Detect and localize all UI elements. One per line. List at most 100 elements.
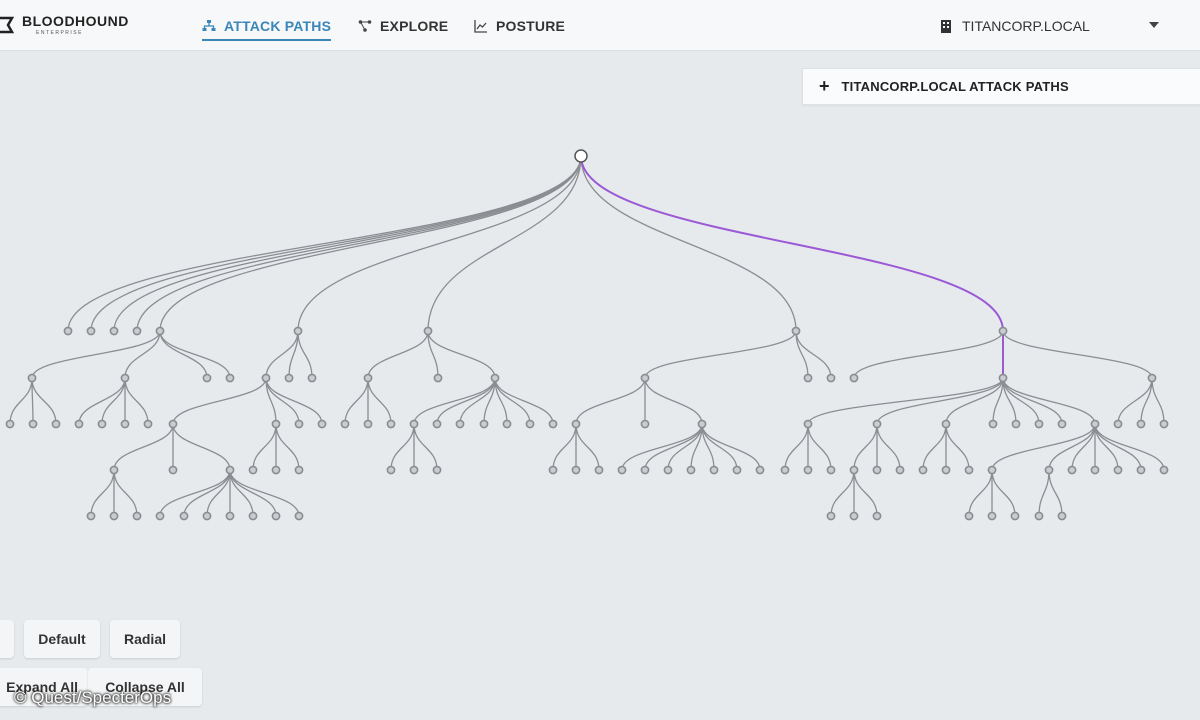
graph-node[interactable]	[86, 511, 96, 521]
attack-paths-panel-header[interactable]: + TITANCORP.LOCAL ATTACK PATHS	[802, 68, 1200, 105]
graph-node[interactable]	[964, 511, 974, 521]
graph-node[interactable]	[86, 326, 96, 336]
graph-node[interactable]	[168, 465, 178, 475]
graph-node[interactable]	[5, 419, 15, 429]
graph-node[interactable]	[732, 465, 742, 475]
graph-node[interactable]	[791, 326, 801, 336]
graph-node[interactable]	[490, 373, 500, 383]
graph-node[interactable]	[998, 326, 1008, 336]
graph-node[interactable]	[248, 511, 258, 521]
graph-node[interactable]	[225, 465, 235, 475]
graph-node[interactable]	[640, 373, 650, 383]
graph-node[interactable]	[1034, 511, 1044, 521]
graph-node[interactable]	[755, 465, 765, 475]
graph-node[interactable]	[261, 373, 271, 383]
graph-node[interactable]	[998, 373, 1008, 383]
graph-node[interactable]	[155, 511, 165, 521]
graph-node[interactable]	[502, 419, 512, 429]
graph-node[interactable]	[109, 465, 119, 475]
attack-path-tree-graph[interactable]	[0, 50, 1200, 610]
graph-node[interactable]	[803, 373, 813, 383]
graph-node[interactable]	[895, 465, 905, 475]
graph-node[interactable]	[803, 419, 813, 429]
graph-node[interactable]	[987, 511, 997, 521]
graph-node[interactable]	[271, 465, 281, 475]
graph-node[interactable]	[617, 465, 627, 475]
graph-node[interactable]	[386, 465, 396, 475]
graph-node[interactable]	[271, 511, 281, 521]
graph-node[interactable]	[294, 419, 304, 429]
graph-node[interactable]	[409, 465, 419, 475]
graph-node[interactable]	[109, 511, 119, 521]
graph-node[interactable]	[849, 373, 859, 383]
graph-node[interactable]	[987, 465, 997, 475]
graph-node[interactable]	[872, 511, 882, 521]
graph-node[interactable]	[423, 326, 433, 336]
graph-node[interactable]	[294, 465, 304, 475]
graph-node[interactable]	[686, 465, 696, 475]
nav-explore[interactable]: EXPLORE	[358, 14, 448, 38]
graph-node[interactable]	[432, 465, 442, 475]
graph-node[interactable]	[132, 511, 142, 521]
graph-node[interactable]	[109, 326, 119, 336]
graph-node[interactable]	[293, 326, 303, 336]
graph-node[interactable]	[248, 465, 258, 475]
collapse-all-button[interactable]: Collapse All	[88, 668, 202, 706]
graph-node[interactable]	[803, 465, 813, 475]
graph-node[interactable]	[571, 419, 581, 429]
layout-button-partial[interactable]	[0, 620, 14, 658]
graph-node[interactable]	[697, 419, 707, 429]
graph-node[interactable]	[964, 465, 974, 475]
graph-node[interactable]	[28, 419, 38, 429]
graph-node[interactable]	[27, 373, 37, 383]
graph-node[interactable]	[284, 373, 294, 383]
nav-attack-paths[interactable]: ATTACK PATHS	[202, 14, 332, 41]
graph-node[interactable]	[1011, 419, 1021, 429]
root-domain-node[interactable]	[574, 149, 588, 163]
graph-node[interactable]	[594, 465, 604, 475]
graph-node[interactable]	[941, 465, 951, 475]
graph-node[interactable]	[168, 419, 178, 429]
graph-node[interactable]	[1159, 465, 1169, 475]
graph-node[interactable]	[849, 465, 859, 475]
graph-node[interactable]	[433, 373, 443, 383]
graph-node[interactable]	[1159, 419, 1169, 429]
radial-layout-button[interactable]: Radial	[110, 620, 180, 658]
graph-node[interactable]	[143, 419, 153, 429]
graph-node[interactable]	[363, 419, 373, 429]
graph-node[interactable]	[548, 419, 558, 429]
graph-node[interactable]	[271, 419, 281, 429]
graph-node[interactable]	[155, 326, 165, 336]
graph-node[interactable]	[74, 419, 84, 429]
graph-node[interactable]	[1090, 465, 1100, 475]
graph-node[interactable]	[548, 465, 558, 475]
graph-node[interactable]	[97, 419, 107, 429]
graph-node[interactable]	[120, 373, 130, 383]
graph-node[interactable]	[525, 419, 535, 429]
graph-node[interactable]	[826, 511, 836, 521]
graph-node[interactable]	[63, 326, 73, 336]
graph-node[interactable]	[1136, 419, 1146, 429]
graph-node[interactable]	[709, 465, 719, 475]
graph-node[interactable]	[1113, 419, 1123, 429]
graph-node[interactable]	[294, 511, 304, 521]
graph-node[interactable]	[409, 419, 419, 429]
graph-node[interactable]	[918, 465, 928, 475]
graph-node[interactable]	[1057, 419, 1067, 429]
graph-node[interactable]	[1147, 373, 1157, 383]
graph-node[interactable]	[432, 419, 442, 429]
graph-node[interactable]	[849, 511, 859, 521]
graph-node[interactable]	[1136, 465, 1146, 475]
graph-node[interactable]	[202, 511, 212, 521]
graph-node[interactable]	[941, 419, 951, 429]
graph-node[interactable]	[179, 511, 189, 521]
graph-node[interactable]	[640, 419, 650, 429]
graph-node[interactable]	[872, 465, 882, 475]
graph-node[interactable]	[1057, 511, 1067, 521]
graph-node[interactable]	[386, 419, 396, 429]
graph-node[interactable]	[225, 511, 235, 521]
graph-node[interactable]	[872, 419, 882, 429]
graph-node[interactable]	[988, 419, 998, 429]
graph-node[interactable]	[571, 465, 581, 475]
graph-node[interactable]	[317, 419, 327, 429]
